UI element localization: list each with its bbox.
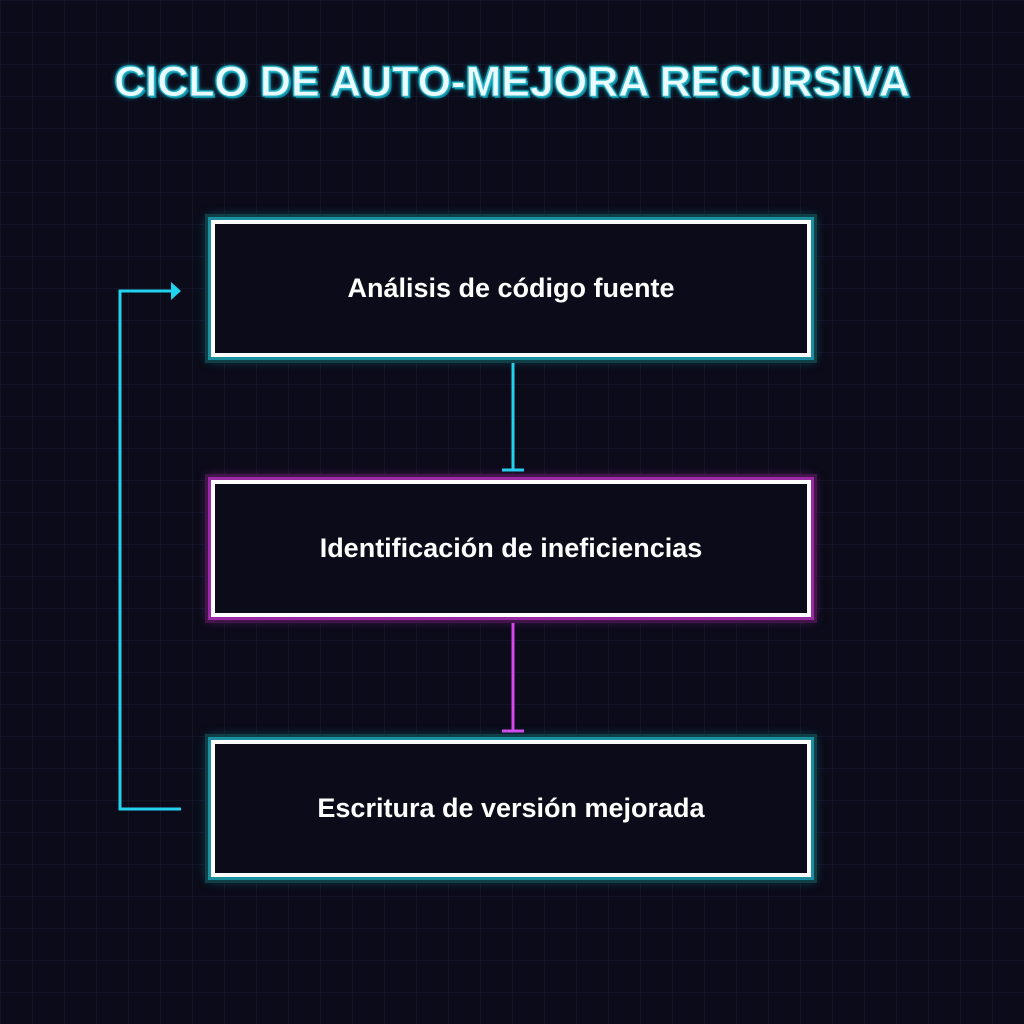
diagram-title: CICLO DE AUTO-MEJORA RECURSIVA [114, 58, 911, 107]
step-label: Identificación de ineficiencias [319, 533, 703, 563]
arrow-step1-to-step2 [502, 360, 524, 472]
loop-back-arrow [118, 282, 181, 811]
arrow-step2-to-step3 [502, 620, 524, 733]
step-source-code-analysis: Análisis de código fuente [211, 220, 811, 357]
step-label: Escritura de versión mejorada [317, 793, 705, 823]
step-inefficiency-identification: Identificación de ineficiencias [211, 480, 811, 617]
step-improved-version-writing: Escritura de versión mejorada [211, 740, 811, 877]
step-label: Análisis de código fuente [347, 273, 675, 303]
